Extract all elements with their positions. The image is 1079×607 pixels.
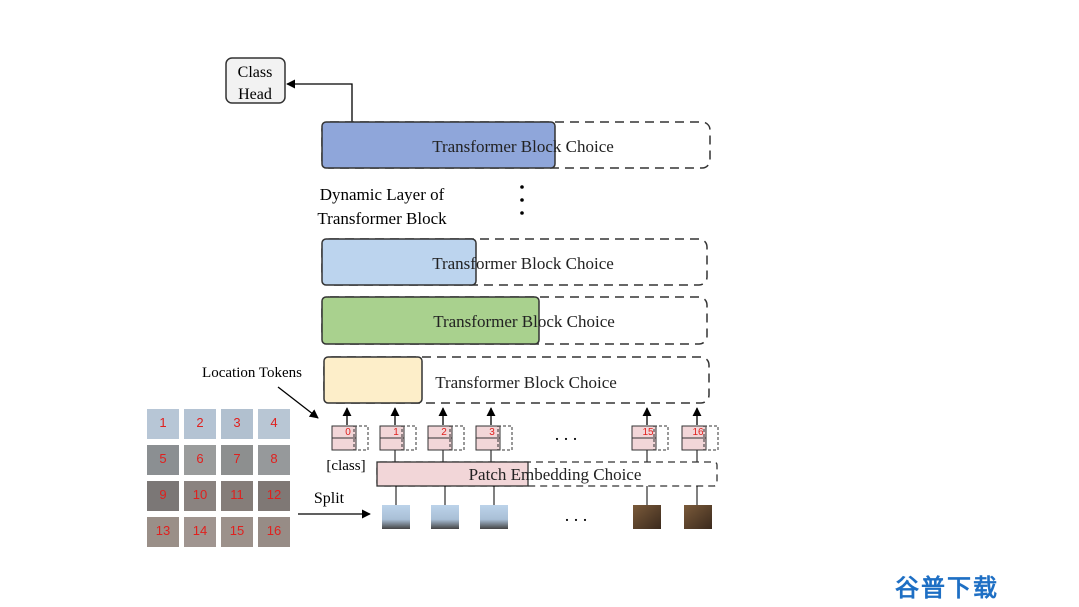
- block-fill-bottom: [323, 356, 423, 404]
- grid-patch-9: [147, 481, 179, 511]
- location-tokens-arrow: [277, 386, 319, 419]
- grid-number-16: 16: [267, 523, 281, 538]
- grid-patch-14: [184, 517, 216, 547]
- patch-image-16: [684, 505, 712, 529]
- transformer-block-choice-3: Transformer Block Choice: [321, 296, 708, 345]
- class-head-line1: Class: [238, 64, 273, 81]
- token-16: 16: [681, 407, 719, 462]
- grid-patch-8: [258, 445, 290, 475]
- block-fill-top: [321, 121, 556, 169]
- patch-ellipsis: . . .: [565, 505, 588, 525]
- patch-embedding-label: Patch Embedding Choice: [469, 465, 642, 484]
- grid-patch-13: [147, 517, 179, 547]
- token-15-index: 15: [642, 427, 654, 438]
- token-0: 0: [331, 407, 369, 451]
- grid-patch-3: [221, 409, 253, 439]
- class-head-arrow: [286, 79, 353, 123]
- grid-number-4: 4: [270, 415, 277, 430]
- block-label-2: Transformer Block Choice: [432, 254, 614, 273]
- grid-patch-12: [258, 481, 290, 511]
- grid-number-8: 8: [270, 451, 277, 466]
- grid-patch-16: [258, 517, 290, 547]
- patch-image-1: [382, 505, 410, 529]
- grid-patch-4: [258, 409, 290, 439]
- transformer-block-choice-2: Transformer Block Choice: [321, 238, 708, 286]
- token-15: 15: [631, 407, 669, 462]
- token-3-index: 3: [489, 427, 495, 438]
- grid-patch-15: [221, 517, 253, 547]
- block-fill-3: [321, 296, 540, 345]
- patch-image-2: [431, 505, 459, 529]
- grid-number-12: 12: [267, 487, 281, 502]
- grid-number-1: 1: [159, 415, 166, 430]
- grid-patch-11: [221, 481, 253, 511]
- token-1: 1: [379, 407, 417, 462]
- vertical-ellipsis: [520, 185, 524, 215]
- token-3: 3: [475, 407, 513, 462]
- dynamic-layer-label-line2: Transformer Block: [317, 209, 447, 228]
- grid-patch-7: [221, 445, 253, 475]
- token-2-index: 2: [441, 427, 447, 438]
- grid-number-11: 11: [230, 487, 244, 502]
- grid-number-6: 6: [196, 451, 203, 466]
- block-fill-2: [321, 238, 477, 286]
- class-token-label: [class]: [326, 458, 365, 474]
- split-label: Split: [314, 490, 345, 507]
- patch-embedding-choice: Patch Embedding Choice: [376, 461, 718, 487]
- grid-number-5: 5: [159, 451, 166, 466]
- grid-patch-6: [184, 445, 216, 475]
- patch-thumbnails: [382, 505, 712, 529]
- token-16-index: 16: [692, 427, 704, 438]
- grid-number-15: 15: [230, 523, 244, 538]
- token-0-index: 0: [345, 427, 351, 438]
- location-tokens-label: Location Tokens: [202, 365, 302, 381]
- class-head-box: Class Head: [225, 57, 286, 104]
- watermark-logo: 谷普下载: [895, 574, 999, 602]
- block-label-bottom: Transformer Block Choice: [435, 373, 617, 392]
- block-label-top: Transformer Block Choice: [432, 137, 614, 156]
- grid-number-7: 7: [233, 451, 240, 466]
- transformer-block-choice-bottom: Transformer Block Choice: [323, 356, 710, 404]
- grid-patch-10: [184, 481, 216, 511]
- grid-number-2: 2: [196, 415, 203, 430]
- grid-number-13: 13: [156, 523, 170, 538]
- block-label-3: Transformer Block Choice: [433, 312, 615, 331]
- grid-number-3: 3: [233, 415, 240, 430]
- patch-embedding-fill: [376, 461, 529, 487]
- patch-connectors: [395, 486, 698, 505]
- token-1-index: 1: [393, 427, 399, 438]
- token-2: 2: [427, 407, 465, 462]
- grid-patch-1: [147, 409, 179, 439]
- token-row: 0 1 2 3 . . .: [331, 407, 719, 462]
- grid-number-9: 9: [159, 487, 166, 502]
- grid-number-14: 14: [193, 523, 207, 538]
- dynamic-layer-label-line1: Dynamic Layer of: [320, 185, 445, 204]
- patch-image-3: [480, 505, 508, 529]
- class-head-line2: Head: [238, 86, 272, 103]
- transformer-block-choice-top: Transformer Block Choice: [321, 121, 711, 169]
- grid-patch-2: [184, 409, 216, 439]
- grid-patch-5: [147, 445, 179, 475]
- grid-number-10: 10: [193, 487, 207, 502]
- token-ellipsis: . . .: [555, 424, 578, 444]
- image-patch-grid: [147, 409, 290, 547]
- patch-image-15: [633, 505, 661, 529]
